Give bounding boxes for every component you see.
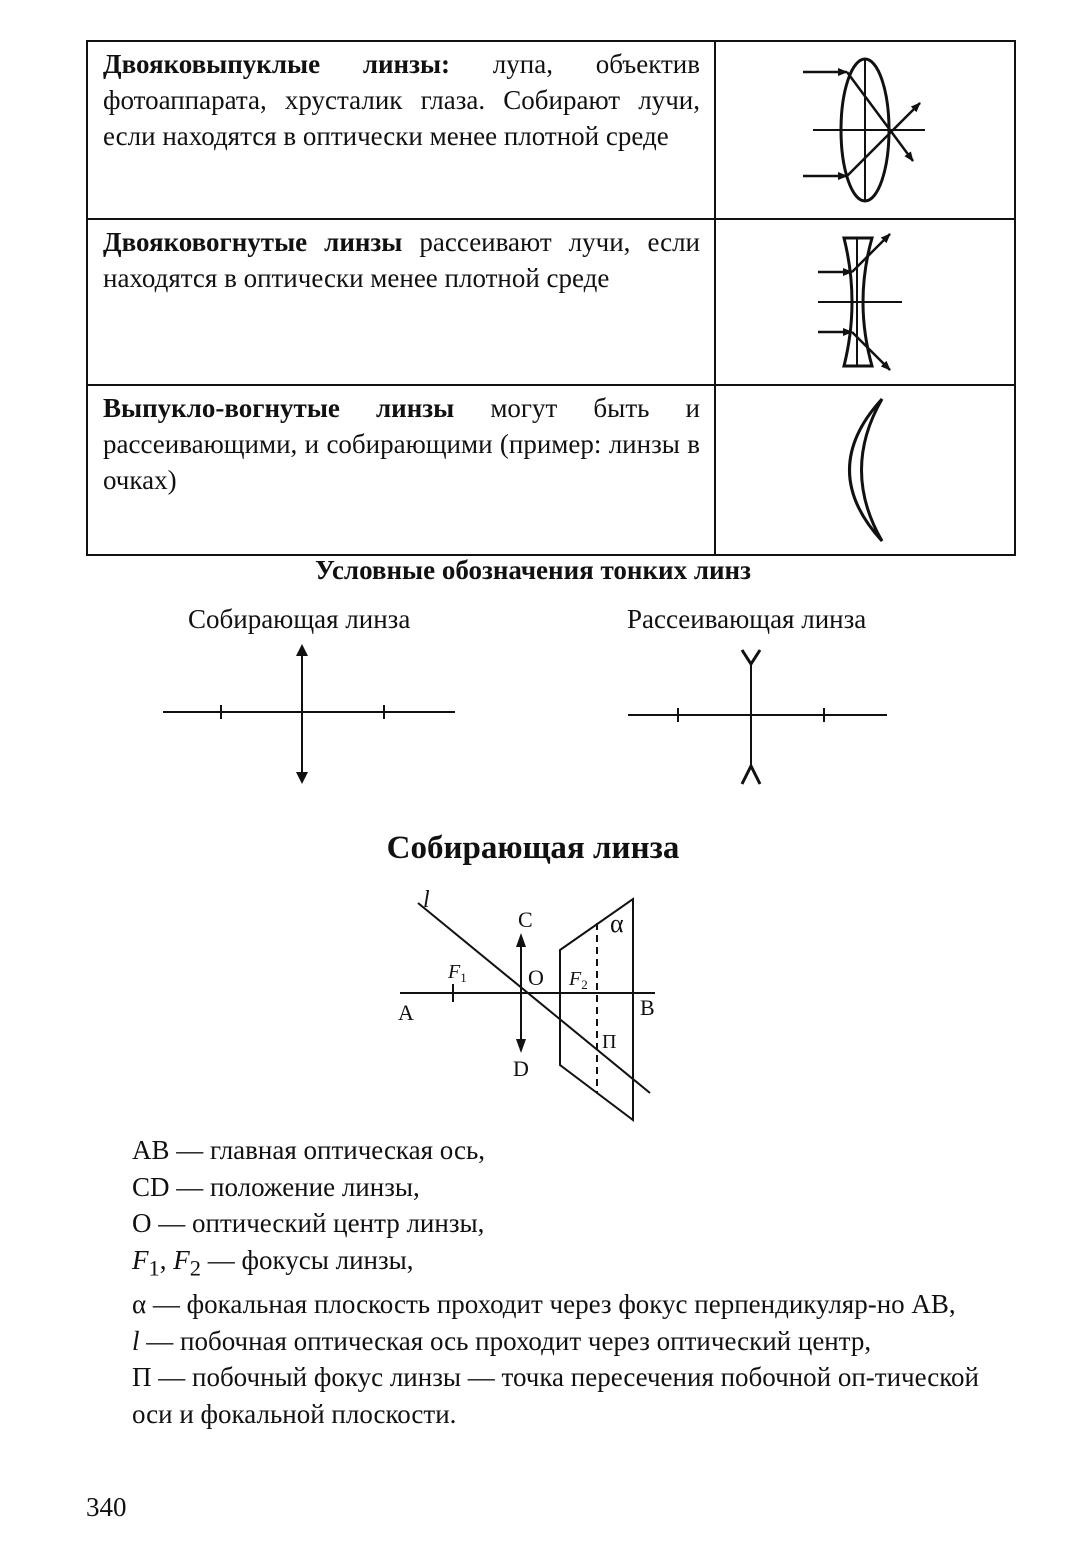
biconvex-lens-figure [803,57,925,203]
legend-l: l — побочная оптическая ось проходит чер… [132,1325,872,1356]
label-alpha: α [610,909,624,938]
label-o: O [528,965,544,990]
legend-alpha: α — фокальная плоскость проходит через ф… [132,1289,956,1320]
label-c: C [518,907,533,932]
legend-ab: AB — главная оптическая ось, [132,1135,486,1165]
biconcave-lens-figure [818,232,902,371]
biconcave-text: рассеивают лучи, если находятся в оптиче… [103,227,701,293]
converging-lens-heading: Собирающая линза [386,830,680,866]
biconcave-figure-cell [714,218,1016,386]
legend-p: П — побочный фокус линзы — точка пересеч… [132,1362,979,1429]
table-row: Выпукло-вогнутые линзы могут быть и расс… [86,384,1016,556]
biconvex-text: лупа, объектив фотоаппарата, хрусталик г… [103,49,700,151]
label-f2: F2 [568,968,588,992]
lens-types-table: Двояковыпуклые линзы: лупа, объектив фот… [86,40,1016,556]
symbols-heading: Условные обозначения тонких линз [315,555,751,585]
diverging-symbol-label: Рассеивающая линза [627,604,867,634]
converging-symbol-label: Собирающая линза [188,604,411,634]
biconcave-description: Двояковогнутые линзы рассеивают лучи, ес… [86,218,716,386]
biconvex-description: Двояковыпуклые линзы: лупа, объектив фот… [86,40,716,220]
label-l: l [423,887,430,913]
meniscus-term: Выпукло-вогнутые линзы [103,393,455,423]
legend-f: F1, F2 — фокусы линзы, [132,1244,414,1280]
legend-cd: CD — положение линзы, [132,1171,420,1202]
page-number: 340 [86,1492,127,1522]
table-row: Двояковогнутые линзы рассеивают лучи, ес… [86,218,1016,386]
secondary-optical-axis-line [417,902,651,1094]
biconcave-term: Двояковогнутые линзы [103,227,403,257]
legend-o: O — оптический центр линзы, [132,1208,485,1238]
label-a: A [398,1000,414,1025]
meniscus-lens-figure [848,397,884,543]
converging-lens-diagram: l C α F1 O F2 A B П D [398,887,655,1123]
label-b: B [640,995,655,1020]
meniscus-text: могут быть и рассеивающими, и собирающим… [103,393,701,495]
label-p: П [602,1031,616,1053]
meniscus-figure-cell [714,384,1016,556]
table-row: Двояковыпуклые линзы: лупа, объектив фот… [86,40,1016,220]
meniscus-description: Выпукло-вогнутые линзы могут быть и расс… [86,384,716,556]
label-d: D [513,1056,529,1081]
focal-plane-alpha [559,897,634,1123]
diverging-lens-symbol [628,649,887,785]
label-f1: F1 [447,961,467,985]
converging-lens-symbol [163,644,455,784]
biconvex-figure-cell [714,40,1016,220]
legend: AB — главная оптическая ось, CD — положе… [86,1132,981,1432]
biconvex-term: Двояковыпуклые линзы: [103,49,451,79]
